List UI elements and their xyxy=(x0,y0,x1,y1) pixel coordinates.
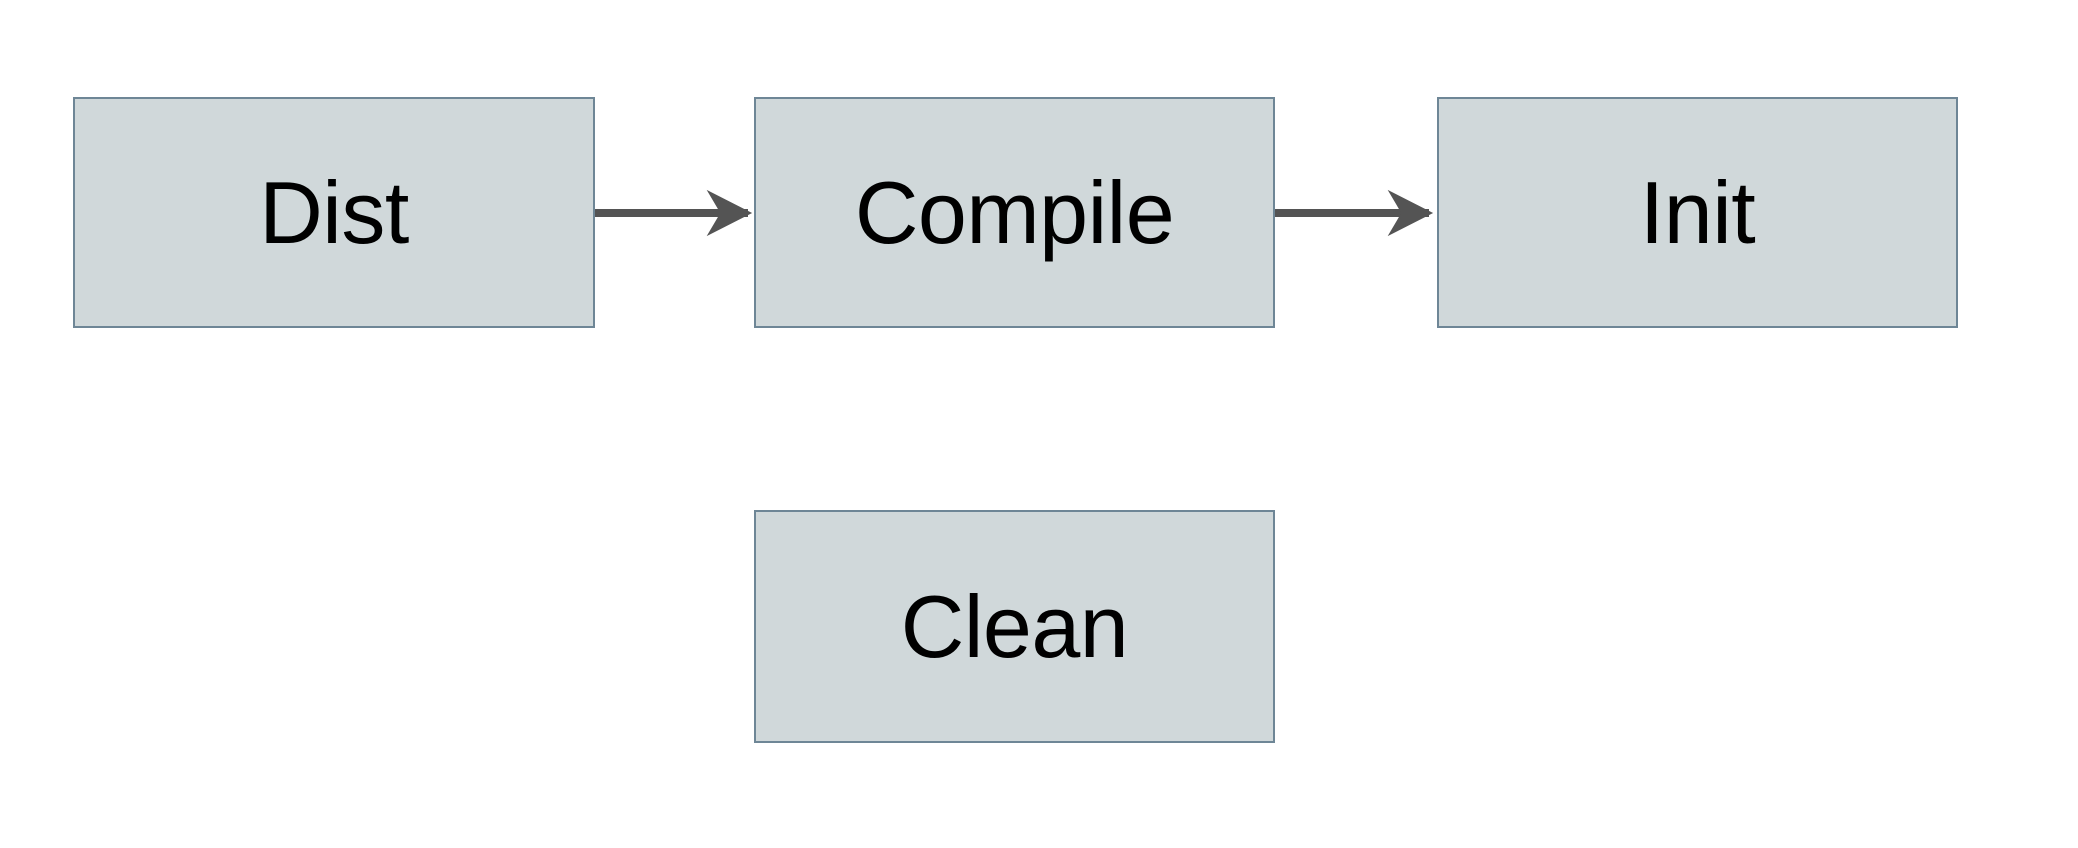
node-dist-label: Dist xyxy=(259,162,409,262)
node-dist[interactable]: Dist xyxy=(73,97,595,328)
node-clean-label: Clean xyxy=(900,576,1129,676)
node-init[interactable]: Init xyxy=(1437,97,1958,328)
node-init-label: Init xyxy=(1639,162,1756,262)
node-clean[interactable]: Clean xyxy=(754,510,1275,743)
node-compile-label: Compile xyxy=(854,162,1175,262)
node-compile[interactable]: Compile xyxy=(754,97,1275,328)
